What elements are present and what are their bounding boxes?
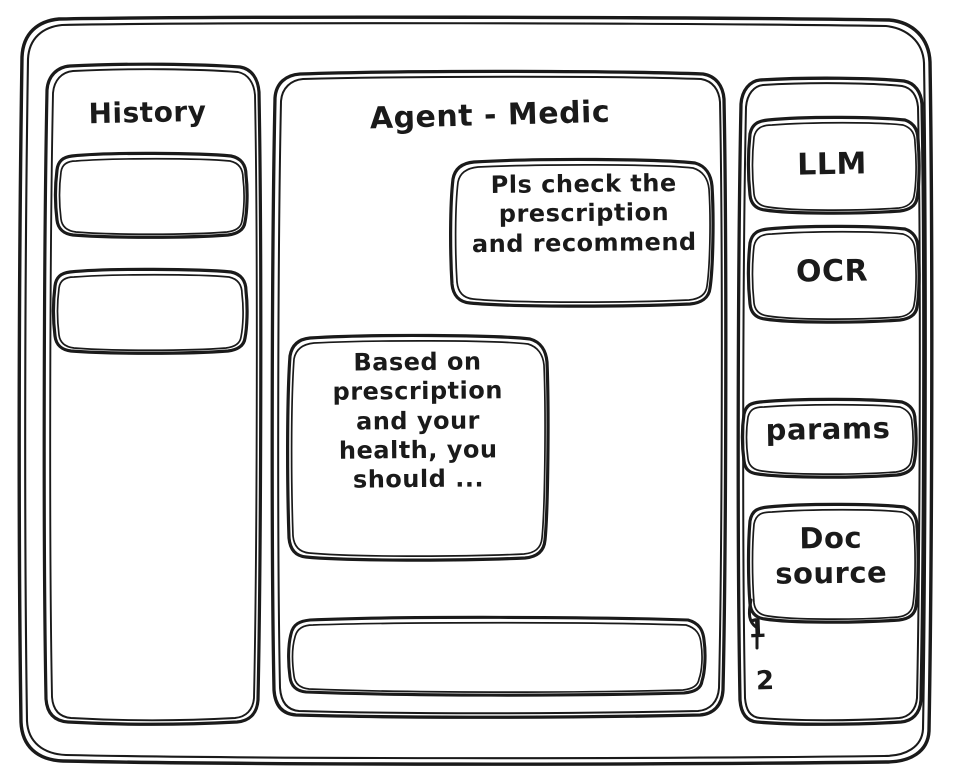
tool-params-button[interactable] <box>743 400 916 476</box>
tool-ocr-button[interactable] <box>749 227 919 321</box>
agent-message-bubble <box>287 334 549 562</box>
doc-source-item-2[interactable] <box>752 664 842 706</box>
user-message-bubble <box>450 158 714 308</box>
doc-source-item-1[interactable] <box>746 612 836 652</box>
tool-doc-source-button[interactable] <box>749 505 918 622</box>
composer-input[interactable] <box>294 622 698 690</box>
tool-llm-button[interactable] <box>749 118 919 212</box>
history-item-1[interactable] <box>55 152 247 237</box>
history-item-2[interactable] <box>53 268 247 354</box>
